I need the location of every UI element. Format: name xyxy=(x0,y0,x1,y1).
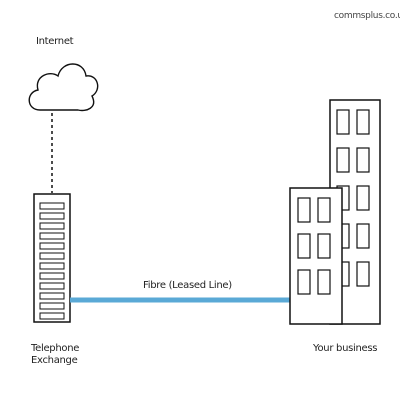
cloud-icon xyxy=(28,63,99,112)
office-buildings-icon xyxy=(289,99,381,325)
fibre-line-label: Fibre (Leased Line) xyxy=(143,280,232,291)
server-rack-icon xyxy=(33,193,71,323)
your-business-label: Your business xyxy=(313,343,378,354)
telephone-exchange-label: Telephone Exchange xyxy=(31,343,80,366)
internet-label: Internet xyxy=(36,36,74,47)
brand-watermark: commsplus.co.uk xyxy=(334,11,400,21)
